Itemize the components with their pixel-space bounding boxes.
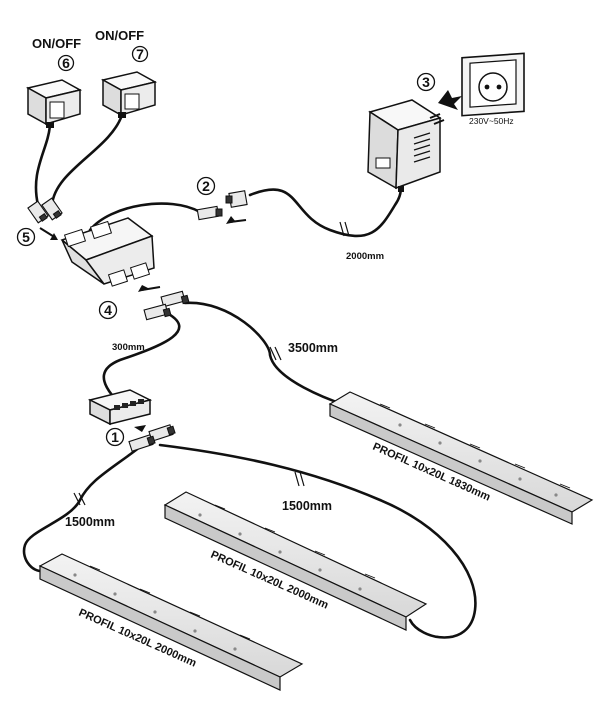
- switch-7-label: ON/OFF: [95, 28, 144, 43]
- switch-6-number-circle: [57, 54, 75, 72]
- marker-2-circle: [98, 300, 118, 320]
- switch-7[interactable]: [100, 71, 158, 118]
- profile-2000-bottom: [38, 553, 304, 691]
- marker-4-circle: [196, 176, 216, 196]
- profile-2000-middle: [163, 491, 428, 631]
- switch-7-number: 7: [136, 46, 144, 62]
- splitter-300-cable: [102, 310, 181, 397]
- connector-4[interactable]: [196, 190, 248, 221]
- power-adapter[interactable]: [367, 99, 445, 192]
- marker-5: 3: [422, 74, 430, 90]
- splitter-2[interactable]: [60, 217, 155, 287]
- switch-7-number-circle: [131, 45, 149, 63]
- long-cable-length: 3500mm: [288, 341, 338, 355]
- splitter-cable-length: 300mm: [112, 342, 145, 353]
- adapter-cable-length: 2000mm: [346, 251, 384, 262]
- wall-socket: [461, 52, 525, 117]
- cable-1500-left: [22, 445, 142, 573]
- switch-6-cable: [34, 123, 52, 207]
- cables: [22, 113, 477, 639]
- splitter-output-plugs[interactable]: [143, 290, 190, 321]
- connector-1[interactable]: [87, 389, 153, 426]
- profile-1830: [328, 391, 594, 525]
- cable-b-length: 1500mm: [282, 499, 332, 513]
- connector-1-plugs[interactable]: [128, 424, 176, 452]
- adapter-cable: [248, 183, 404, 238]
- marker-4: 2: [202, 178, 210, 194]
- switch-6[interactable]: [25, 79, 83, 128]
- switch-plugs-3[interactable]: [27, 197, 63, 224]
- cable-break-marks: [73, 221, 350, 506]
- cable-a-length: 1500mm: [65, 515, 115, 529]
- arrow-3-head: [50, 233, 58, 240]
- cable-1500-right: [158, 443, 477, 639]
- marker-5-circle: [416, 72, 436, 92]
- marker-3: 5: [22, 229, 30, 245]
- switch-6-number: 6: [62, 55, 70, 71]
- switch-7-cable: [50, 113, 124, 207]
- arrow-1-head: [134, 425, 146, 432]
- splitter-to-4-cable: [88, 202, 202, 232]
- arrow-5: [438, 90, 462, 110]
- arrow-4: [229, 219, 247, 223]
- marker-3-circle: [16, 227, 36, 247]
- marker-1: 1: [111, 429, 119, 445]
- arrow-2-head: [138, 285, 150, 292]
- socket-voltage-label: 230V~50Hz: [469, 116, 514, 126]
- marker-2: 4: [104, 302, 112, 318]
- arrow-2: [141, 286, 161, 291]
- marker-1-circle: [105, 427, 125, 447]
- switch-6-label: ON/OFF: [32, 36, 81, 51]
- cable-3500: [183, 301, 347, 407]
